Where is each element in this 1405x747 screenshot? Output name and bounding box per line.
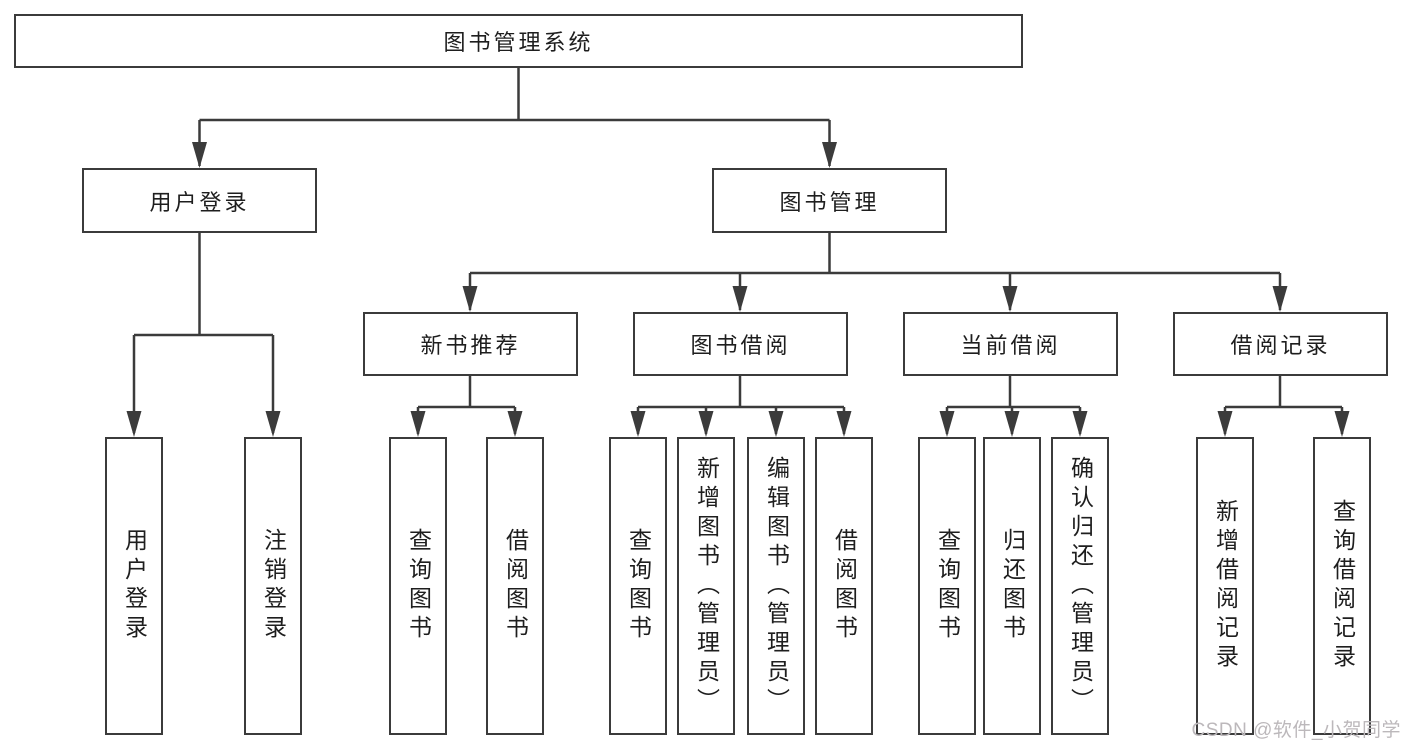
leaf-borrow-books-recommend: 借阅图书: [486, 437, 544, 735]
leaf-return-books: 归还图书: [983, 437, 1041, 735]
arrowhead-icon: [507, 411, 523, 437]
node-new-book-recommend-label: 新书推荐: [420, 333, 521, 358]
leaf-query-books-current: 查询图书: [918, 437, 976, 735]
node-root-label: 图书管理系统: [443, 30, 594, 55]
arrowhead-icon: [836, 411, 852, 437]
leaf-borrow-books: 借阅图书: [815, 437, 873, 735]
arrowhead-icon: [265, 411, 281, 437]
arrowhead-icon: [630, 411, 646, 437]
arrowhead-icon: [126, 411, 142, 437]
leaf-query-books-borrow: 查询图书: [609, 437, 667, 735]
leaf-return-books-label: 归还图书: [999, 528, 1026, 644]
node-book-management: 图书管理: [712, 168, 947, 233]
arrowhead-icon: [410, 411, 426, 437]
node-current-borrow-label: 当前借阅: [960, 333, 1061, 358]
leaf-add-books-admin: 新增图书（管理员）: [677, 437, 735, 735]
node-root: 图书管理系统: [14, 14, 1023, 68]
node-current-borrow: 当前借阅: [903, 312, 1118, 376]
arrowhead-icon: [1272, 286, 1288, 312]
leaf-add-borrow-record: 新增借阅记录: [1196, 437, 1254, 735]
leaf-user-login-label: 用户登录: [121, 528, 148, 644]
arrowhead-icon: [1004, 411, 1020, 437]
leaf-confirm-return-admin-label: 确认归还（管理员）: [1067, 455, 1094, 717]
leaf-query-books-recommend: 查询图书: [389, 437, 447, 735]
node-new-book-recommend: 新书推荐: [363, 312, 578, 376]
arrowhead-icon: [1217, 411, 1233, 437]
arrowhead-icon: [1072, 411, 1088, 437]
node-borrow-records: 借阅记录: [1173, 312, 1388, 376]
node-user-login-label: 用户登录: [149, 189, 250, 215]
node-book-management-label: 图书管理: [779, 189, 880, 215]
csdn-watermark: CSDN @软件_小贺同学: [1191, 720, 1401, 741]
leaf-edit-books-admin-label: 编辑图书（管理员）: [763, 455, 790, 717]
arrowhead-icon: [822, 142, 837, 168]
arrowhead-icon: [192, 142, 207, 168]
leaf-logout-label: 注销登录: [260, 528, 287, 644]
leaf-edit-books-admin: 编辑图书（管理员）: [747, 437, 805, 735]
leaf-user-login: 用户登录: [105, 437, 163, 735]
leaf-logout: 注销登录: [244, 437, 302, 735]
leaf-add-books-admin-label: 新增图书（管理员）: [693, 455, 720, 717]
connector-book-management-to-level3: [468, 233, 1282, 310]
leaf-query-borrow-record: 查询借阅记录: [1313, 437, 1371, 735]
leaf-query-books-current-label: 查询图书: [934, 528, 961, 644]
arrowhead-icon: [1334, 411, 1350, 437]
node-user-login: 用户登录: [82, 168, 317, 233]
arrowhead-icon: [462, 286, 478, 312]
connector-segments: [132, 68, 1344, 434]
node-book-borrow-label: 图书借阅: [690, 333, 791, 358]
connector-root-to-level2: [198, 68, 831, 166]
leaf-borrow-books-label: 借阅图书: [831, 528, 858, 644]
arrowhead-icon: [768, 411, 784, 437]
leaf-query-books-recommend-label: 查询图书: [405, 528, 432, 644]
arrowhead-icon: [698, 411, 714, 437]
connector-book-borrow-to-leaves: [636, 376, 846, 434]
leaf-add-borrow-record-label: 新增借阅记录: [1212, 499, 1239, 673]
leaf-borrow-books-recommend-label: 借阅图书: [502, 528, 529, 644]
leaf-query-borrow-record-label: 查询借阅记录: [1329, 499, 1356, 673]
leaf-query-books-borrow-label: 查询图书: [625, 528, 652, 644]
leaf-confirm-return-admin: 确认归还（管理员）: [1051, 437, 1109, 735]
arrowheads: [126, 142, 1350, 437]
arrowhead-icon: [732, 286, 748, 312]
connector-borrow-records-to-leaves: [1223, 376, 1344, 434]
connector-user-login-to-leaves: [132, 233, 275, 433]
arrowhead-icon: [1002, 286, 1018, 312]
arrowhead-icon: [939, 411, 955, 437]
node-book-borrow: 图书借阅: [633, 312, 848, 376]
node-borrow-records-label: 借阅记录: [1230, 333, 1331, 358]
connector-new-book-recommend-to-leaves: [416, 376, 517, 434]
